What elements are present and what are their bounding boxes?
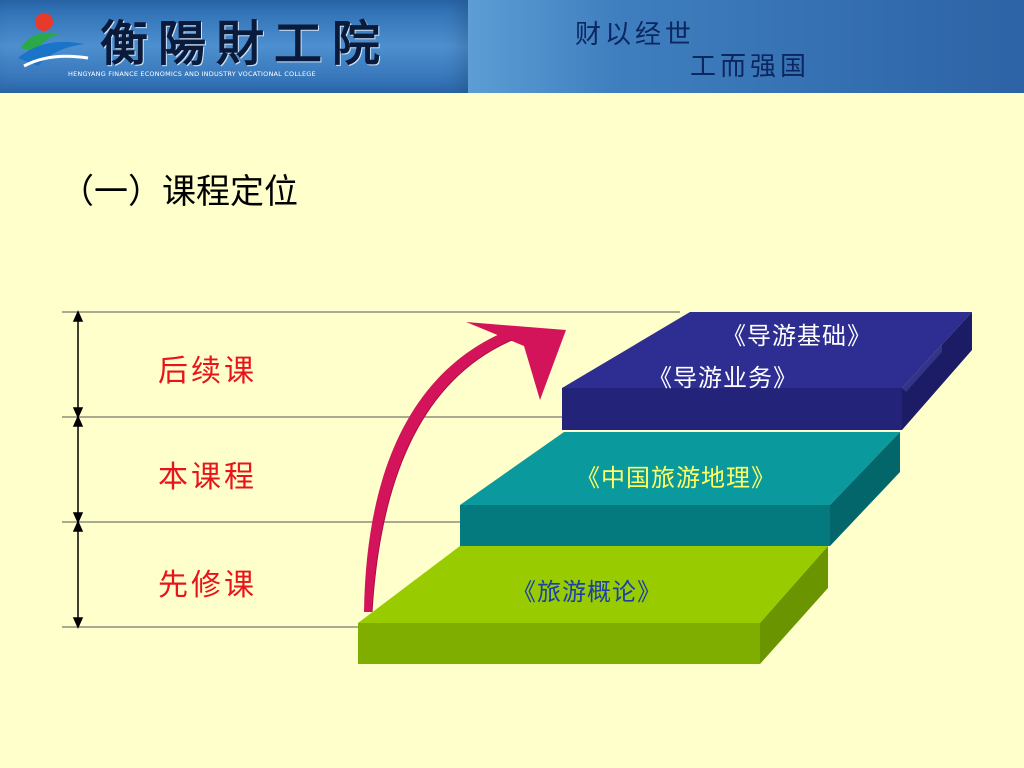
course-tourism-introduction: 《旅游概论》: [512, 578, 662, 606]
progression-arrow-icon: [364, 322, 566, 613]
college-name: 衡陽財工院: [100, 16, 391, 72]
step-current-course: [460, 432, 900, 546]
level-span-arrows: [72, 310, 84, 629]
level-label-follow-up: 后续课: [158, 354, 257, 389]
motto-line-2: 工而强国: [690, 52, 811, 82]
level-label-prerequisite: 先修课: [158, 568, 257, 603]
college-logo-icon: [18, 13, 89, 68]
page-title: （一）课程定位: [60, 172, 298, 212]
banner-logo-area: 衡陽財工院 HENGYANG FINANCE ECONOMICS AND IND…: [0, 0, 468, 93]
step-follow-up: [562, 312, 972, 430]
motto-line-1: 财以经世: [575, 20, 696, 50]
course-guide-practice: 《导游业务》: [648, 364, 798, 392]
course-china-tourism-geography: 《中国旅游地理》: [576, 464, 776, 492]
header-banner: 衡陽財工院 HENGYANG FINANCE ECONOMICS AND IND…: [0, 0, 1024, 93]
course-guide-basics: 《导游基础》: [722, 322, 872, 350]
college-name-english: HENGYANG FINANCE ECONOMICS AND INDUSTRY …: [68, 70, 316, 78]
level-label-current: 本课程: [158, 460, 257, 495]
step-prerequisite: [358, 546, 828, 664]
